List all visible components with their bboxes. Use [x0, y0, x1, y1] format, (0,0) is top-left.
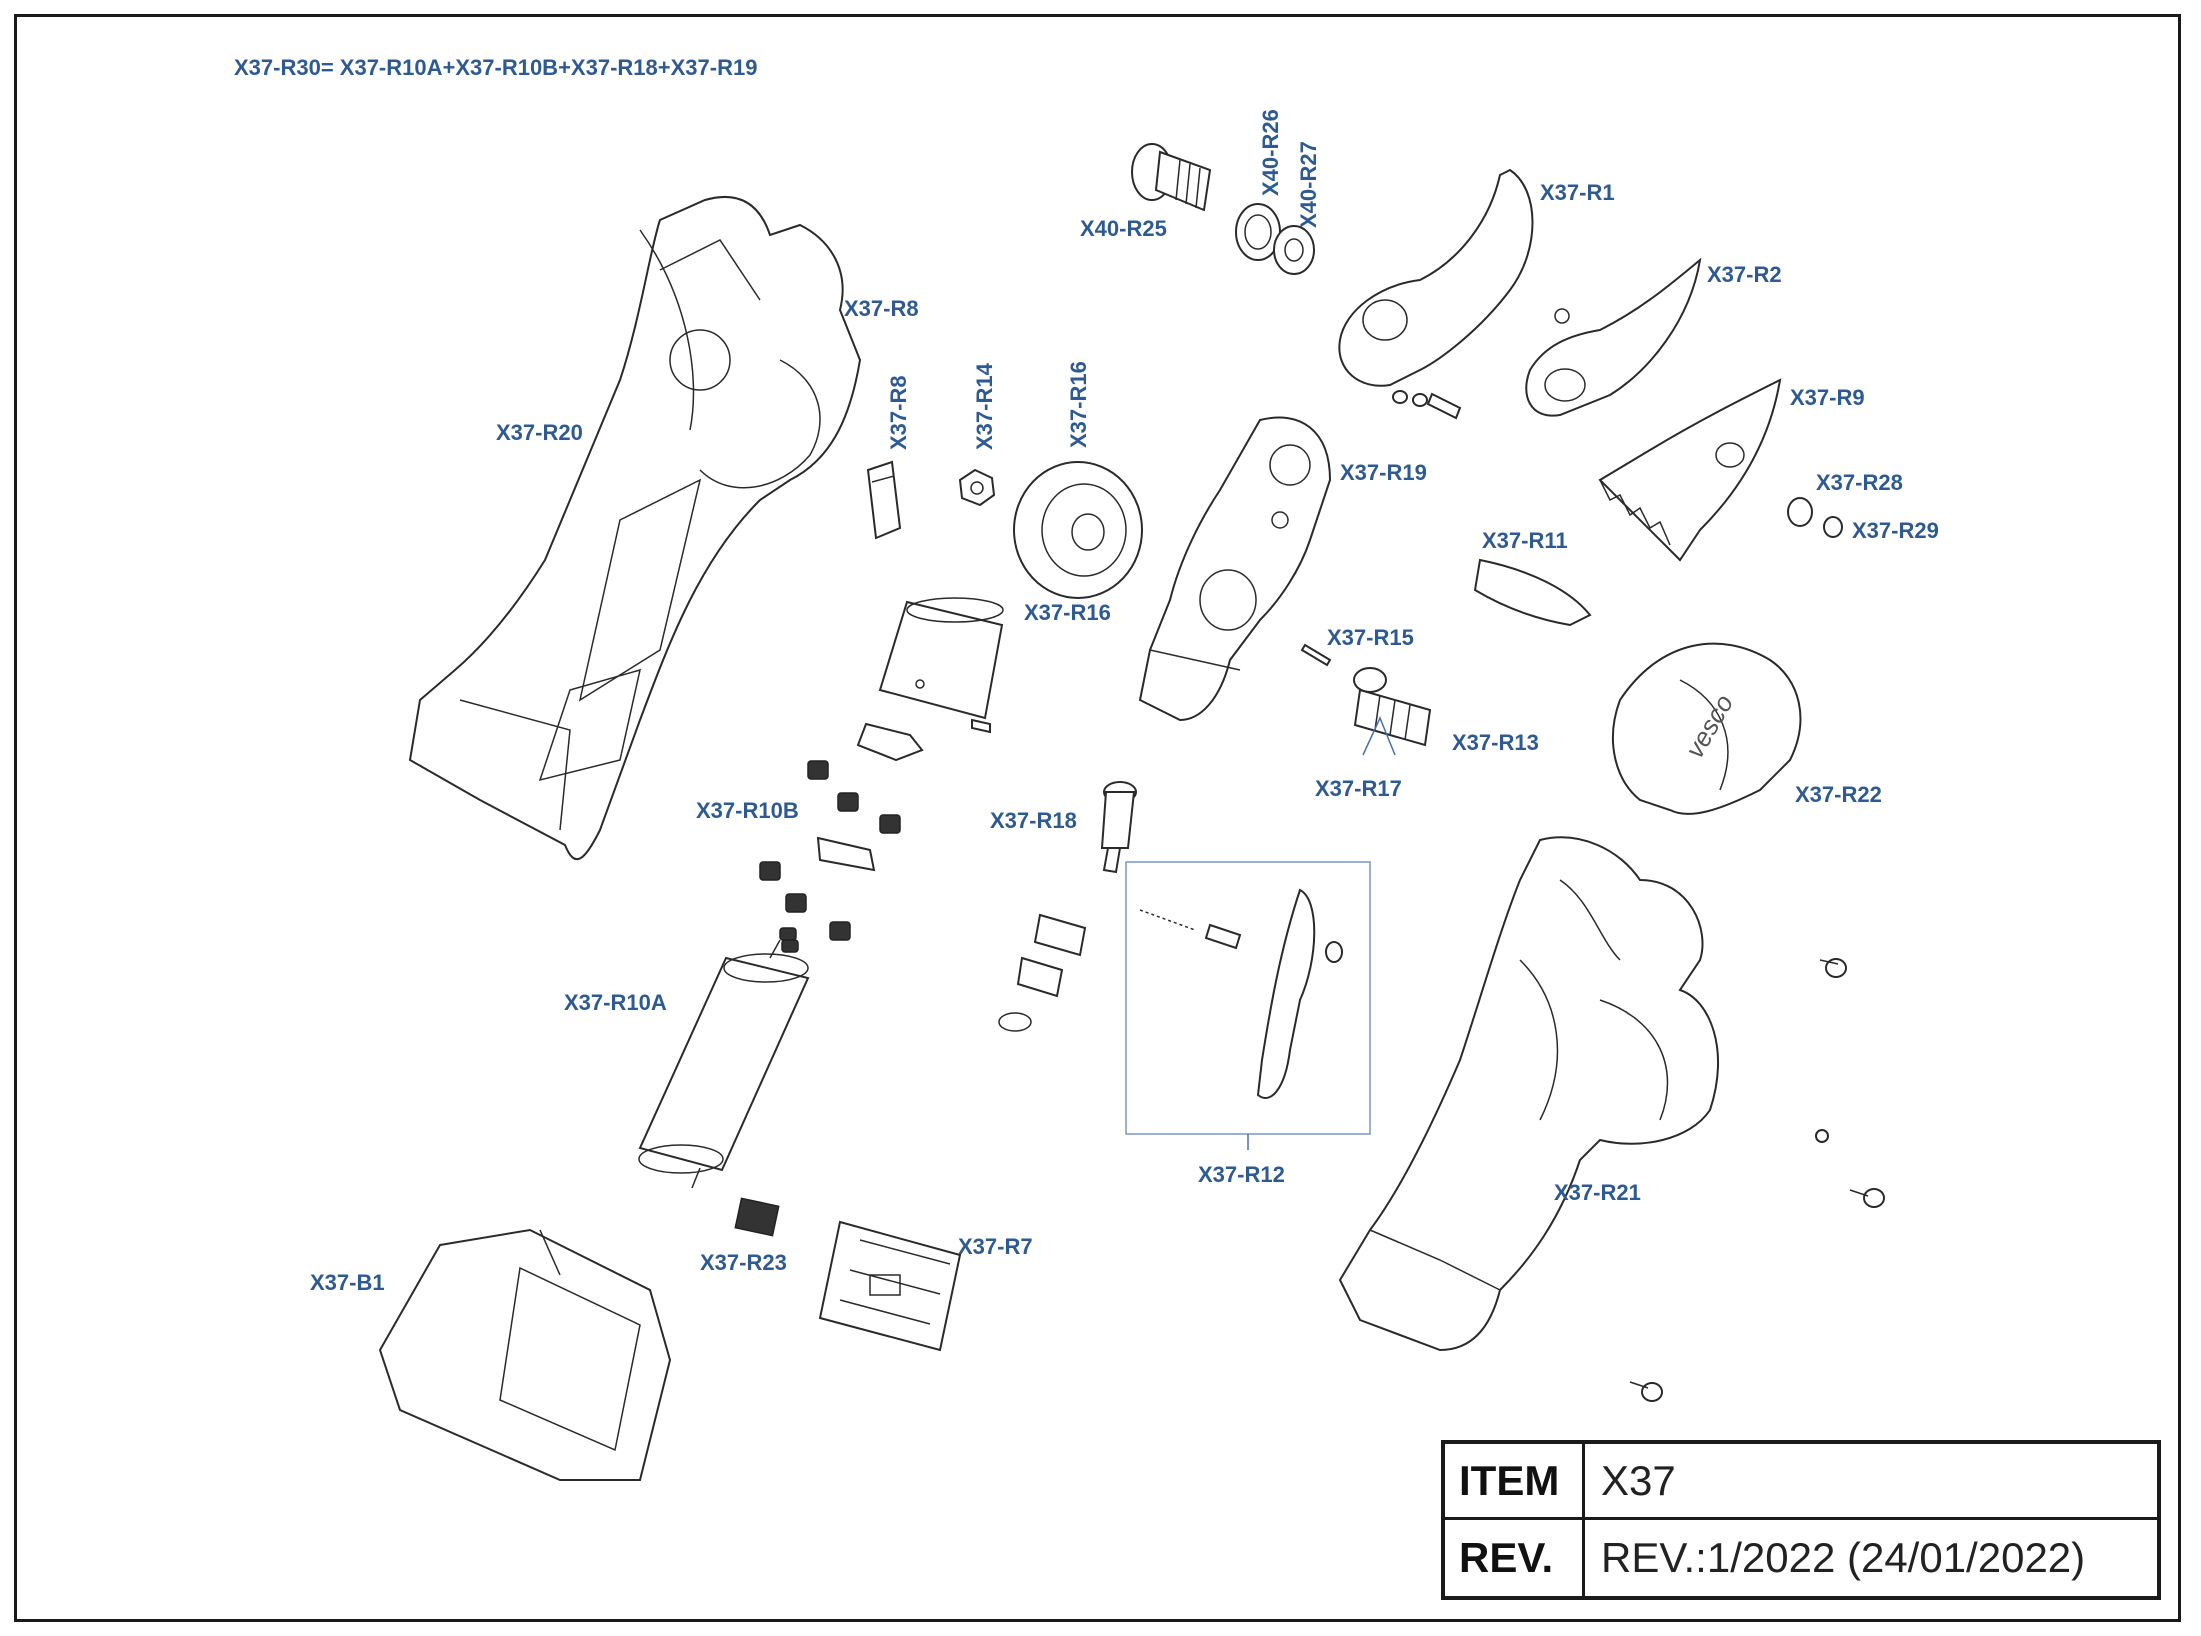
blade-screws	[1392, 390, 1462, 420]
label-x37-r12: X37-R12	[1198, 1162, 1285, 1187]
label-x37-r22: X37-R22	[1795, 782, 1882, 807]
label-x37-r8-vertical: X37-R8	[886, 375, 911, 450]
label-x37-r16-vertical: X37-R16	[1066, 361, 1091, 448]
washer-r29	[1823, 516, 1843, 538]
bearing-ring	[1235, 203, 1281, 261]
label-x37-r20: X37-R20	[496, 420, 583, 445]
item-value: X37	[1585, 1444, 2157, 1520]
head-housing	[1138, 416, 1332, 722]
motor	[638, 939, 810, 1189]
battery-pack	[378, 1228, 672, 1481]
drive-shaft	[1100, 781, 1137, 874]
label-x37-r16: X37-R16	[1024, 600, 1111, 625]
gear-sector	[1598, 378, 1782, 562]
trigger-assembly	[1125, 861, 1371, 1135]
head-cover: vesco	[1612, 642, 1802, 815]
label-x37-r1: X37-R1	[1540, 180, 1615, 205]
cutting-blade	[1338, 168, 1534, 387]
label-x37-r7: X37-R7	[958, 1234, 1033, 1259]
control-board	[818, 1220, 962, 1352]
label-x37-b1: X37-B1	[310, 1270, 385, 1295]
label-x37-r2: X37-R2	[1707, 262, 1782, 287]
item-label: ITEM	[1445, 1444, 1585, 1520]
label-x37-r14: X37-R14	[972, 362, 997, 450]
gear-disc	[1013, 461, 1143, 599]
label-x37-r23: X37-R23	[700, 1250, 787, 1275]
revision-value: REV.:1/2022 (24/01/2022)	[1601, 1534, 2086, 1581]
label-x37-r8: X37-R8	[844, 296, 919, 321]
label-x37-r19: X37-R19	[1340, 460, 1427, 485]
label-x37-r13: X37-R13	[1452, 730, 1539, 755]
gearbox-sleeve	[878, 597, 1004, 720]
left-handle-housing	[408, 195, 862, 860]
pivot-bolt	[1131, 143, 1212, 212]
label-x40-r25: X40-R25	[1080, 216, 1167, 241]
label-x37-r9: X37-R9	[1790, 385, 1865, 410]
label-x37-r11: X37-R11	[1482, 528, 1568, 553]
label-x40-r26: X40-R26	[1258, 109, 1283, 196]
leader-x37-r17	[1362, 716, 1396, 756]
shaft-bearings	[998, 913, 1087, 1032]
clip-part	[866, 460, 902, 540]
drawing-border	[14, 14, 2181, 1622]
title-block: ITEM X37 REV. REV.:1/2022 (24/01/2022)	[1441, 1440, 2161, 1600]
kit-formula: X37-R30= X37-R10A+X37-R10B+X37-R18+X37-R…	[234, 55, 757, 80]
label-x40-r27: X40-R27	[1296, 141, 1321, 228]
right-handle-housing	[1338, 836, 1719, 1352]
connector	[734, 1197, 780, 1237]
sector-plate	[1473, 558, 1592, 627]
label-x37-r10a: X37-R10A	[564, 990, 667, 1015]
label-x37-r15: X37-R15	[1327, 625, 1414, 650]
planetary-gear-set	[759, 718, 991, 953]
washer	[1273, 225, 1315, 275]
hex-nut	[958, 468, 996, 507]
pin	[1300, 643, 1332, 667]
counter-blade	[1525, 257, 1702, 417]
label-x37-r29: X37-R29	[1852, 518, 1939, 543]
label-x37-r21: X37-R21	[1554, 1180, 1641, 1205]
revision-label: REV.	[1445, 1520, 1585, 1596]
label-x37-r17: X37-R17	[1315, 776, 1402, 801]
housing-screws	[1629, 958, 1885, 1402]
label-x37-r18: X37-R18	[990, 808, 1077, 833]
label-x37-r28: X37-R28	[1816, 470, 1903, 495]
label-x37-r10b: X37-R10B	[696, 798, 799, 823]
nut-r28	[1787, 497, 1813, 527]
pinion-gear	[1353, 667, 1432, 747]
